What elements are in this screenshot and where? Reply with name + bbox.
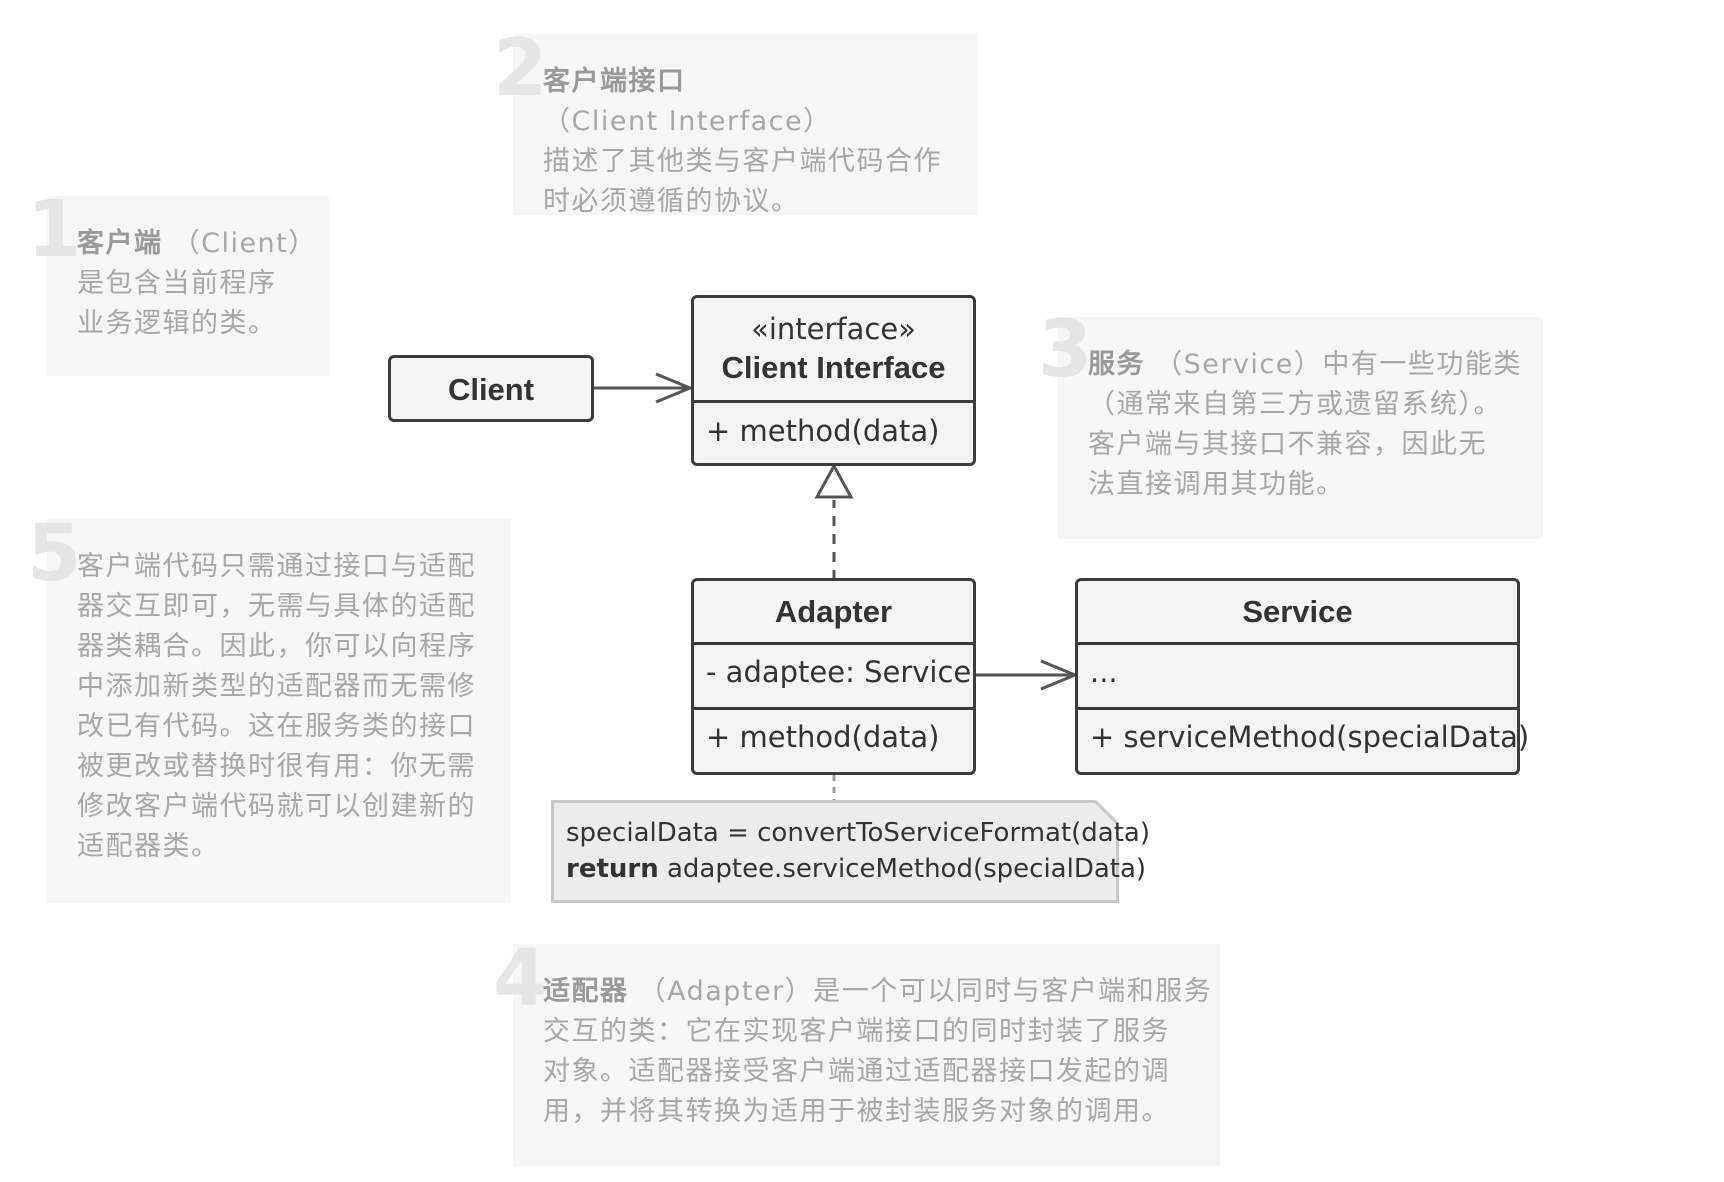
note-client-code-line: 改已有代码。这在服务类的接口: [77, 711, 476, 742]
note-corner-fold: [1095, 800, 1119, 824]
note-service: 3 服务 （Service）中有一些功能类 （通常来自第三方或遗留系统）。 客户…: [1038, 311, 1543, 539]
note-client: 1 客户端 （Client） 是包含当前程序 业务逻辑的类。: [27, 191, 329, 376]
note-client-code-line: 修改客户端代码就可以创建新的: [77, 791, 476, 822]
note-client-line: 业务逻辑的类。: [77, 308, 277, 339]
realization-triangle: [814, 462, 854, 499]
note-service-subtitle: （Service）中有一些功能类: [1155, 349, 1522, 380]
note-client-interface-line: 时必须遵循的协议。: [543, 186, 800, 217]
note-client-code-line: 器类耦合。因此，你可以向程序: [77, 631, 476, 662]
class-divider: [694, 642, 973, 645]
code-return-keyword: return: [566, 854, 659, 884]
note-client-code: 5 客户端代码只需通过接口与适配 器交互即可，无需与具体的适配 器类耦合。因此，…: [27, 515, 510, 903]
note-number-3: 3: [1038, 305, 1093, 395]
note-client-code-line: 中添加新类型的适配器而无需修: [77, 671, 476, 702]
client-interface-class[interactable]: «interface» Client Interface + method(da…: [691, 295, 976, 466]
note-adapter-line: 用，并将其转换为适用于被封装服务对象的调用。: [543, 1096, 1170, 1127]
note-client-interface-line: 描述了其他类与客户端代码合作: [543, 146, 942, 177]
note-client-code-line: 器交互即可，无需与具体的适配: [77, 591, 476, 622]
service-field: ...: [1090, 655, 1118, 689]
client-to-interface-arrowhead: [655, 372, 694, 404]
note-number-2: 2: [493, 24, 548, 114]
note-client-title: 客户端: [77, 228, 163, 259]
client-interface-method: + method(data): [706, 414, 940, 448]
note-client-subtitle: （Client）: [172, 228, 317, 259]
note-adapter-line: 对象。适配器接受客户端通过适配器接口发起的调: [543, 1056, 1170, 1087]
service-class-title: Service: [1242, 594, 1353, 629]
note-client-interface-subtitle: （Client Interface）: [543, 106, 832, 137]
note-service-line: （通常来自第三方或遗留系统）。: [1088, 389, 1502, 420]
note-client-code-line: 被更改或替换时很有用：你无需: [77, 751, 476, 782]
note-number-1: 1: [27, 185, 82, 275]
note-service-title: 服务: [1088, 349, 1145, 380]
adapter-method: + method(data): [706, 720, 940, 754]
note-adapter-line: 交互的类：它在实现客户端接口的同时封装了服务: [543, 1016, 1170, 1047]
note-service-line: 法直接调用其功能。: [1088, 469, 1345, 500]
client-class[interactable]: Client: [388, 355, 594, 422]
note-service-line: 客户端与其接口不兼容，因此无: [1088, 429, 1487, 460]
client-class-title: Client: [447, 372, 535, 407]
service-method: + serviceMethod(specialData): [1090, 720, 1530, 754]
note-client-code-line: 客户端代码只需通过接口与适配: [77, 551, 476, 582]
class-divider: [694, 400, 973, 403]
code-return-expression: adaptee.serviceMethod(specialData): [658, 854, 1147, 884]
note-number-5: 5: [27, 509, 82, 599]
note-client-interface: 2 客户端接口 （Client Interface） 描述了其他类与客户端代码合…: [493, 30, 977, 217]
note-client-line: 是包含当前程序: [77, 268, 277, 299]
client-interface-title: Client Interface: [721, 350, 946, 385]
class-divider: [694, 707, 973, 710]
class-divider: [1078, 707, 1517, 710]
adapter-field: - adaptee: Service: [706, 655, 972, 689]
note-adapter-title: 适配器: [543, 976, 629, 1007]
code-line-2: return adaptee.serviceMethod(specialData…: [566, 854, 1146, 884]
code-line-1: specialData = convertToServiceFormat(dat…: [566, 818, 1150, 848]
adapter-code-note: specialData = convertToServiceFormat(dat…: [551, 800, 1150, 903]
class-divider: [1078, 642, 1517, 645]
note-client-code-line: 适配器类。: [77, 831, 220, 862]
note-client-interface-title: 客户端接口: [543, 66, 686, 97]
note-adapter: 4 适配器 （Adapter）是一个可以同时与客户端和服务 交互的类：它在实现客…: [493, 940, 1220, 1166]
adapter-class-title: Adapter: [774, 594, 893, 629]
client-interface-stereotype: «interface»: [751, 312, 916, 346]
note-adapter-subtitle: （Adapter）是一个可以同时与客户端和服务: [638, 976, 1213, 1007]
service-class[interactable]: Service ... + serviceMethod(specialData): [1075, 578, 1529, 775]
adapter-class[interactable]: Adapter - adaptee: Service + method(data…: [691, 578, 976, 775]
note-number-4: 4: [493, 934, 548, 1024]
